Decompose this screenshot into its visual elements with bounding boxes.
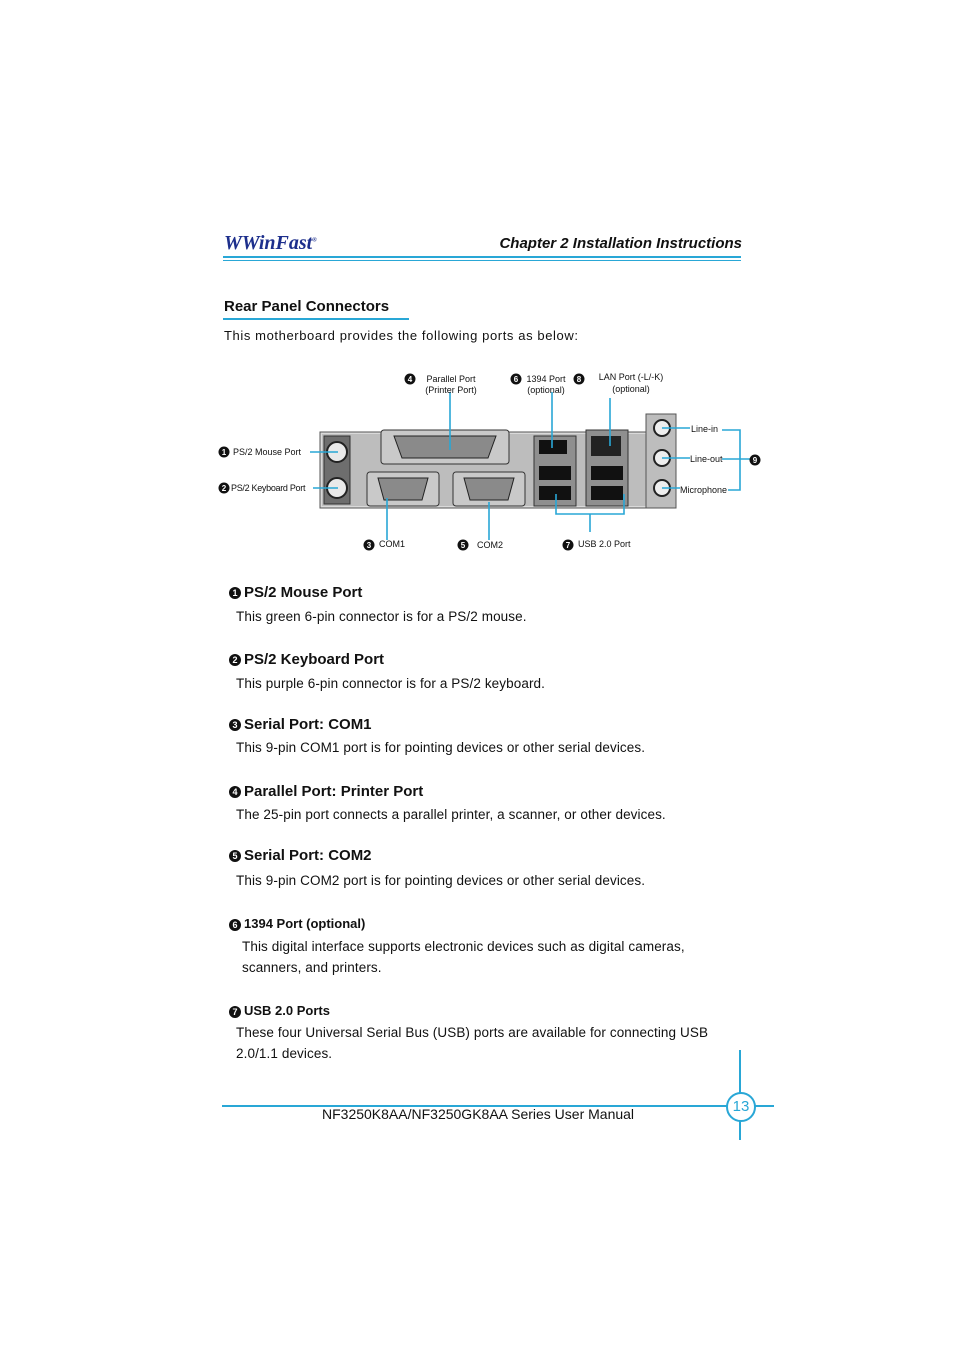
item-desc-parallel: The 25-pin port connects a parallel prin… [236, 807, 666, 822]
item-number: 2 [229, 654, 241, 667]
badge-5: 5 [461, 541, 466, 550]
rear-panel-diagram: 1 2 3 4 5 6 7 8 9 PS/2 Mouse Port PS/2 K… [218, 372, 761, 551]
badge-1: 1 [222, 448, 227, 457]
badge-8: 8 [577, 375, 582, 384]
callout-lines [310, 392, 750, 540]
callout-labels: PS/2 Mouse Port PS/2 Keyboard Port COM1 … [231, 372, 727, 550]
logo-mark: W [224, 232, 242, 254]
label-com1: COM1 [379, 539, 405, 549]
item-number: 7 [229, 1005, 241, 1018]
badge-9: 9 [753, 456, 758, 465]
label-com2: COM2 [477, 540, 503, 550]
item-number: 6 [229, 918, 241, 931]
callout-badges: 1 2 3 4 5 6 7 8 9 [218, 373, 761, 551]
item-number: 1 [229, 587, 241, 600]
header-rule [223, 256, 741, 258]
label-usb: USB 2.0 Port [578, 539, 631, 549]
label-ps2-mouse: PS/2 Mouse Port [233, 447, 302, 457]
section-intro: This motherboard provides the following … [224, 328, 579, 343]
item-desc-com2: This 9-pin COM2 port is for pointing dev… [236, 873, 646, 888]
section-title: Rear Panel Connectors [224, 298, 390, 315]
item-desc-ps2-mouse: This green 6-pin connector is for a PS/2… [236, 609, 527, 624]
label-line-out: Line-out [690, 454, 723, 464]
logo-text: WinFast [241, 232, 313, 254]
page-number: 13 [726, 1092, 756, 1122]
badge-7: 7 [566, 541, 571, 550]
badge-2: 2 [222, 484, 227, 493]
label-1394: 1394 Port [526, 374, 566, 384]
winfast-logo: WWinFast® [224, 232, 317, 255]
label-parallel: Parallel Port [426, 374, 476, 384]
chapter-title: Chapter 2 Installation Instructions [499, 235, 742, 252]
item-desc-com1: This 9-pin COM1 port is for pointing dev… [236, 740, 646, 755]
item-number: 3 [229, 719, 241, 732]
badge-4: 4 [408, 375, 413, 384]
label-1394-sub: (optional) [527, 385, 565, 395]
label-line-in: Line-in [691, 424, 718, 434]
badge-6: 6 [514, 375, 519, 384]
item-desc-ps2-keyboard: This purple 6-pin connector is for a PS/… [236, 676, 546, 691]
header-rule-thin [223, 260, 741, 261]
logo-registered: ® [312, 237, 317, 244]
section-underline [223, 318, 409, 320]
item-desc-1394: This digital interface supports electron… [242, 939, 685, 975]
item-number: 5 [229, 850, 241, 863]
label-lan-sub: (optional) [612, 384, 650, 394]
io-panel-image [319, 413, 677, 509]
label-microphone: Microphone [680, 485, 727, 495]
badge-3: 3 [367, 541, 372, 550]
label-parallel-sub: (Printer Port) [425, 385, 477, 395]
item-number: 4 [229, 786, 241, 799]
footer-manual-title: NF3250K8AA/NF3250GK8AA Series User Manua… [322, 1106, 635, 1122]
item-desc-usb: These four Universal Serial Bus (USB) po… [236, 1025, 709, 1061]
footer-rule [222, 1105, 774, 1107]
label-lan: LAN Port (-L/-K) [599, 372, 664, 382]
label-ps2-keyboard: PS/2 Keyboard Port [231, 483, 306, 493]
